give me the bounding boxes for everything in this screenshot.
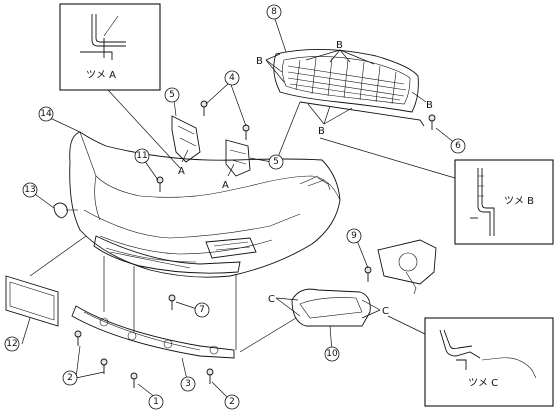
a-pointer-rays (181, 149, 235, 177)
assembly-guides (103, 101, 301, 353)
license-plate-bracket (5, 275, 59, 327)
svg-text:8: 8 (271, 7, 277, 17)
fog-lamp-cover (291, 288, 371, 327)
letter-a-1: A (178, 166, 185, 177)
callout-7: 7 (194, 302, 210, 318)
letter-c-1: C (268, 294, 275, 305)
letter-a-2: A (222, 180, 229, 191)
svg-text:1: 1 (153, 397, 159, 407)
letter-labels: A A B B B B C C (178, 40, 433, 317)
fog-lamp (377, 239, 437, 295)
bumper-reinforcement (71, 305, 235, 359)
callout-2-left: 2 (62, 370, 78, 386)
callout-11: 11 (134, 148, 150, 164)
letter-b-3: B (426, 100, 433, 111)
callout-4: 4 (224, 70, 240, 86)
svg-text:5: 5 (169, 90, 175, 100)
callout-3: 3 (180, 376, 196, 392)
detail-box-c: ツメ C (424, 317, 554, 407)
detail-c-label: ツメ C (468, 378, 498, 389)
c-pointer-rays (275, 297, 381, 319)
radiator-grille (273, 49, 425, 127)
letter-b-1: B (336, 40, 343, 51)
detail-box-a: ツメ A (59, 3, 161, 91)
callout-6: 6 (450, 138, 466, 154)
svg-text:13: 13 (24, 185, 35, 195)
callout-2-right: 2 (224, 394, 240, 410)
under-cover (93, 235, 241, 274)
svg-text:10: 10 (326, 349, 338, 359)
svg-text:2: 2 (229, 397, 235, 407)
callout-10: 10 (324, 346, 340, 362)
b-pointer-rays (265, 49, 427, 125)
detail-box-b: ツメ B (454, 159, 554, 245)
callout-8: 8 (266, 4, 282, 20)
letter-b-4: B (318, 126, 325, 137)
svg-text:6: 6 (455, 141, 461, 151)
svg-text:9: 9 (351, 231, 357, 241)
svg-text:5: 5 (273, 157, 279, 167)
callout-9: 9 (346, 228, 362, 244)
letter-c-2: C (382, 306, 389, 317)
callout-12: 12 (4, 336, 20, 352)
bracket-left (171, 115, 201, 163)
bracket-right (225, 139, 251, 177)
svg-text:2: 2 (67, 373, 73, 383)
detail-a-label: ツメ A (86, 70, 116, 81)
svg-text:7: 7 (199, 305, 205, 315)
bumper-cover (69, 131, 341, 278)
callout-5-right: 5 (268, 154, 284, 170)
callout-14: 14 (38, 106, 54, 122)
svg-text:12: 12 (6, 339, 17, 349)
letter-b-2: B (256, 56, 263, 67)
callout-5-left: 5 (164, 87, 180, 103)
callout-1: 1 (148, 394, 164, 410)
svg-text:4: 4 (229, 73, 235, 83)
svg-text:14: 14 (40, 109, 52, 119)
svg-text:3: 3 (185, 379, 191, 389)
callout-13: 13 (22, 182, 38, 198)
svg-text:11: 11 (136, 151, 147, 161)
side-clip (53, 202, 78, 219)
detail-b-label: ツメ B (504, 196, 534, 207)
